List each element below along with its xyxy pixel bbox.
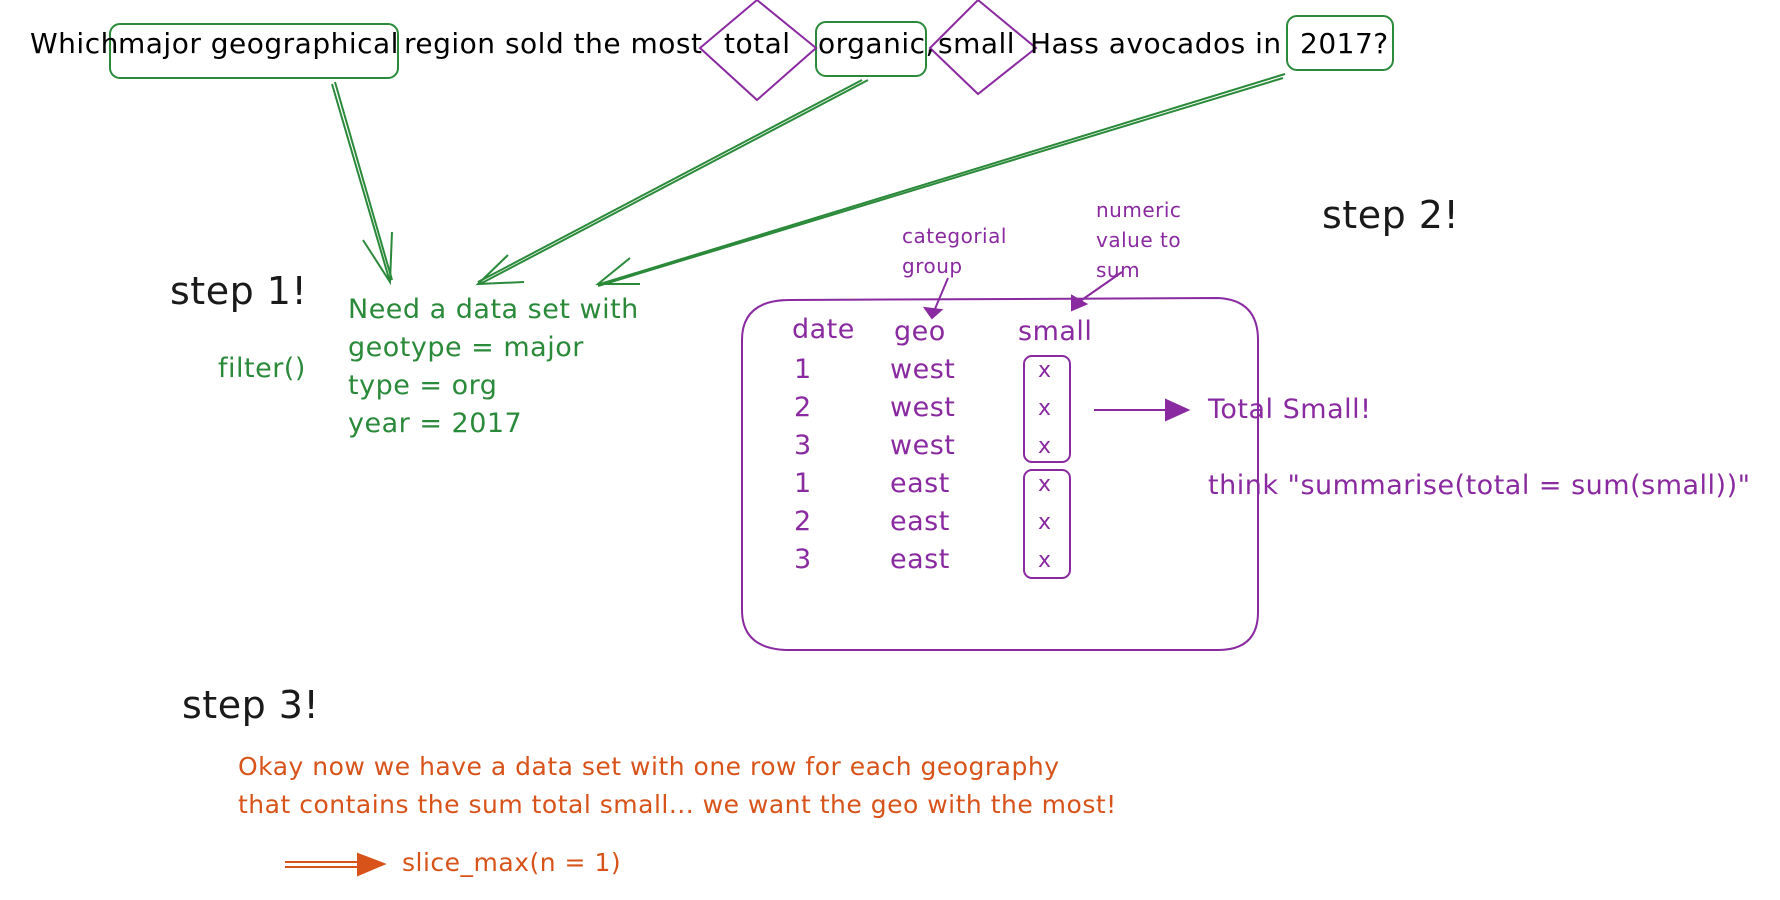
table-cell-geo: west xyxy=(890,392,956,423)
arrow-organic-to-step1 xyxy=(475,79,869,286)
step1-function: filter() xyxy=(218,353,306,384)
highlight-box-year xyxy=(1286,15,1394,71)
arrow-to-total xyxy=(1094,398,1191,422)
table-cell-date: 3 xyxy=(794,544,812,575)
arrow-region-to-step1 xyxy=(331,81,393,286)
table-cell-date: 3 xyxy=(794,430,812,461)
table-cell-geo: west xyxy=(890,354,956,385)
table-cell-geo: east xyxy=(890,468,950,499)
table-cell-geo: west xyxy=(890,430,956,461)
question-region-keyword: major geographical xyxy=(118,27,399,60)
slice-max-code: slice_max(n = 1) xyxy=(402,848,622,877)
arrow-value-annotation xyxy=(1071,271,1123,312)
small-box-west xyxy=(1023,355,1071,463)
step1-line-3: type = org xyxy=(348,370,498,401)
step1-title: step 1! xyxy=(170,269,308,313)
arrow-to-slice xyxy=(285,852,387,877)
table-cell-small: x xyxy=(1038,548,1052,573)
step3-title: step 3! xyxy=(182,683,320,727)
table-cell-small: x xyxy=(1038,358,1052,383)
table-container xyxy=(741,296,1259,651)
arrow-group-annotation xyxy=(922,277,949,320)
question-organic-keyword: organic, xyxy=(818,27,935,60)
question-middle2: Hass avocados in xyxy=(1030,27,1282,60)
question-small-keyword: small xyxy=(938,27,1016,60)
step2-title: step 2! xyxy=(1322,193,1460,237)
diamond-total xyxy=(698,0,818,102)
table-cell-small: x xyxy=(1038,396,1052,421)
arrow-year-to-step1 xyxy=(595,73,1286,287)
table-cell-date: 1 xyxy=(794,468,812,499)
highlight-box-region xyxy=(109,23,399,79)
table-cell-geo: east xyxy=(890,544,950,575)
diamond-small xyxy=(928,0,1038,96)
question-middle: region sold the most xyxy=(404,27,703,60)
step3-line-2: that contains the sum total small... we … xyxy=(238,790,1117,819)
summarise-hint: think "summarise(total = sum(small))" xyxy=(1208,470,1751,501)
table-cell-geo: east xyxy=(890,506,950,537)
step1-line-1: Need a data set with xyxy=(348,294,639,325)
table-cell-small: x xyxy=(1038,434,1052,459)
question-total-keyword: total xyxy=(724,27,791,60)
total-small-label: Total Small! xyxy=(1208,394,1372,425)
annotation-group-line-1: categorial xyxy=(902,224,1007,248)
table-cell-small: x xyxy=(1038,510,1052,535)
step1-line-2: geotype = major xyxy=(348,332,584,363)
question-year-keyword: 2017? xyxy=(1300,27,1389,60)
annotation-group-line-2: group xyxy=(902,254,963,278)
table-header-date: date xyxy=(792,314,855,345)
annotation-value-line-2: value to xyxy=(1096,228,1182,252)
table-cell-small: x xyxy=(1038,472,1052,497)
table-cell-date: 1 xyxy=(794,354,812,385)
table-header-small: small xyxy=(1018,316,1093,347)
question-prefix: Which xyxy=(30,27,119,60)
table-cell-date: 2 xyxy=(794,506,812,537)
table-header-geo: geo xyxy=(894,316,946,347)
table-cell-date: 2 xyxy=(794,392,812,423)
annotation-value-line-3: sum xyxy=(1096,258,1141,282)
step3-line-1: Okay now we have a data set with one row… xyxy=(238,752,1060,781)
step1-line-4: year = 2017 xyxy=(348,408,523,439)
small-box-east xyxy=(1023,469,1071,579)
annotation-value-line-1: numeric xyxy=(1096,198,1182,222)
